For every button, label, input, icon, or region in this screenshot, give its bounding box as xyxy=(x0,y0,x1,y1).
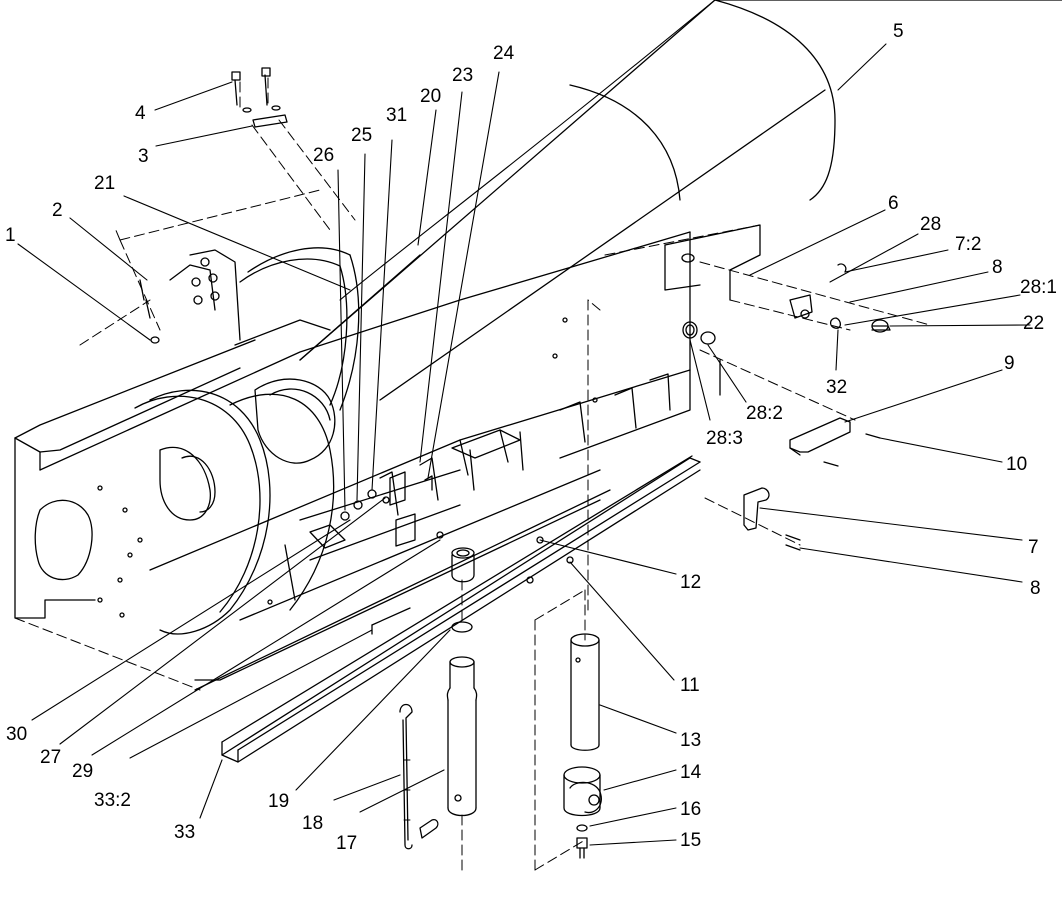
leader-lines xyxy=(17,43,1031,846)
callout-24: 24 xyxy=(493,43,515,64)
callout-29: 29 xyxy=(72,761,94,782)
callout-10: 10 xyxy=(1006,454,1028,475)
callout-28: 28 xyxy=(920,214,942,235)
callout-28-1: 28:1 xyxy=(1020,277,1057,298)
callout-1: 1 xyxy=(5,225,16,246)
callout-20: 20 xyxy=(420,86,442,107)
callout-21: 21 xyxy=(94,173,116,194)
callout-25: 25 xyxy=(351,125,373,146)
callout-2: 2 xyxy=(52,200,63,221)
callout-19: 19 xyxy=(268,791,290,812)
leg-assembly xyxy=(399,547,478,850)
callout-8-upper: 8 xyxy=(992,257,1003,278)
callout-7-2: 7:2 xyxy=(955,234,982,255)
side-rail xyxy=(221,455,701,763)
callout-33: 33 xyxy=(174,822,196,843)
callout-23: 23 xyxy=(452,65,474,86)
callout-28-2: 28:2 xyxy=(746,403,783,424)
callout-18: 18 xyxy=(302,813,324,834)
callout-13: 13 xyxy=(680,730,702,751)
callout-32: 32 xyxy=(826,377,848,398)
callout-9: 9 xyxy=(1004,353,1015,374)
callout-5: 5 xyxy=(893,21,904,42)
roller xyxy=(239,0,1062,411)
callout-26: 26 xyxy=(313,145,335,166)
caster-assembly xyxy=(563,633,602,859)
assembly-lines xyxy=(14,77,931,871)
callout-3: 3 xyxy=(138,146,149,167)
callout-14: 14 xyxy=(680,762,702,783)
callout-8-lower: 8 xyxy=(1030,578,1041,599)
callout-31: 31 xyxy=(386,105,408,126)
handle-assembly xyxy=(664,224,891,551)
frame xyxy=(14,231,721,691)
callout-27: 27 xyxy=(40,747,62,768)
callout-4: 4 xyxy=(135,103,146,124)
callout-15: 15 xyxy=(680,830,702,851)
callout-28-3: 28:3 xyxy=(706,428,743,449)
callout-12: 12 xyxy=(680,572,702,593)
callout-30: 30 xyxy=(6,724,28,745)
callout-6: 6 xyxy=(888,193,899,214)
callout-17: 17 xyxy=(336,833,358,854)
callout-33-2: 33:2 xyxy=(94,790,131,811)
callout-22: 22 xyxy=(1023,313,1045,334)
callout-16: 16 xyxy=(680,799,702,820)
fasteners xyxy=(340,471,574,584)
callout-11: 11 xyxy=(680,675,700,696)
callout-7: 7 xyxy=(1028,537,1039,558)
